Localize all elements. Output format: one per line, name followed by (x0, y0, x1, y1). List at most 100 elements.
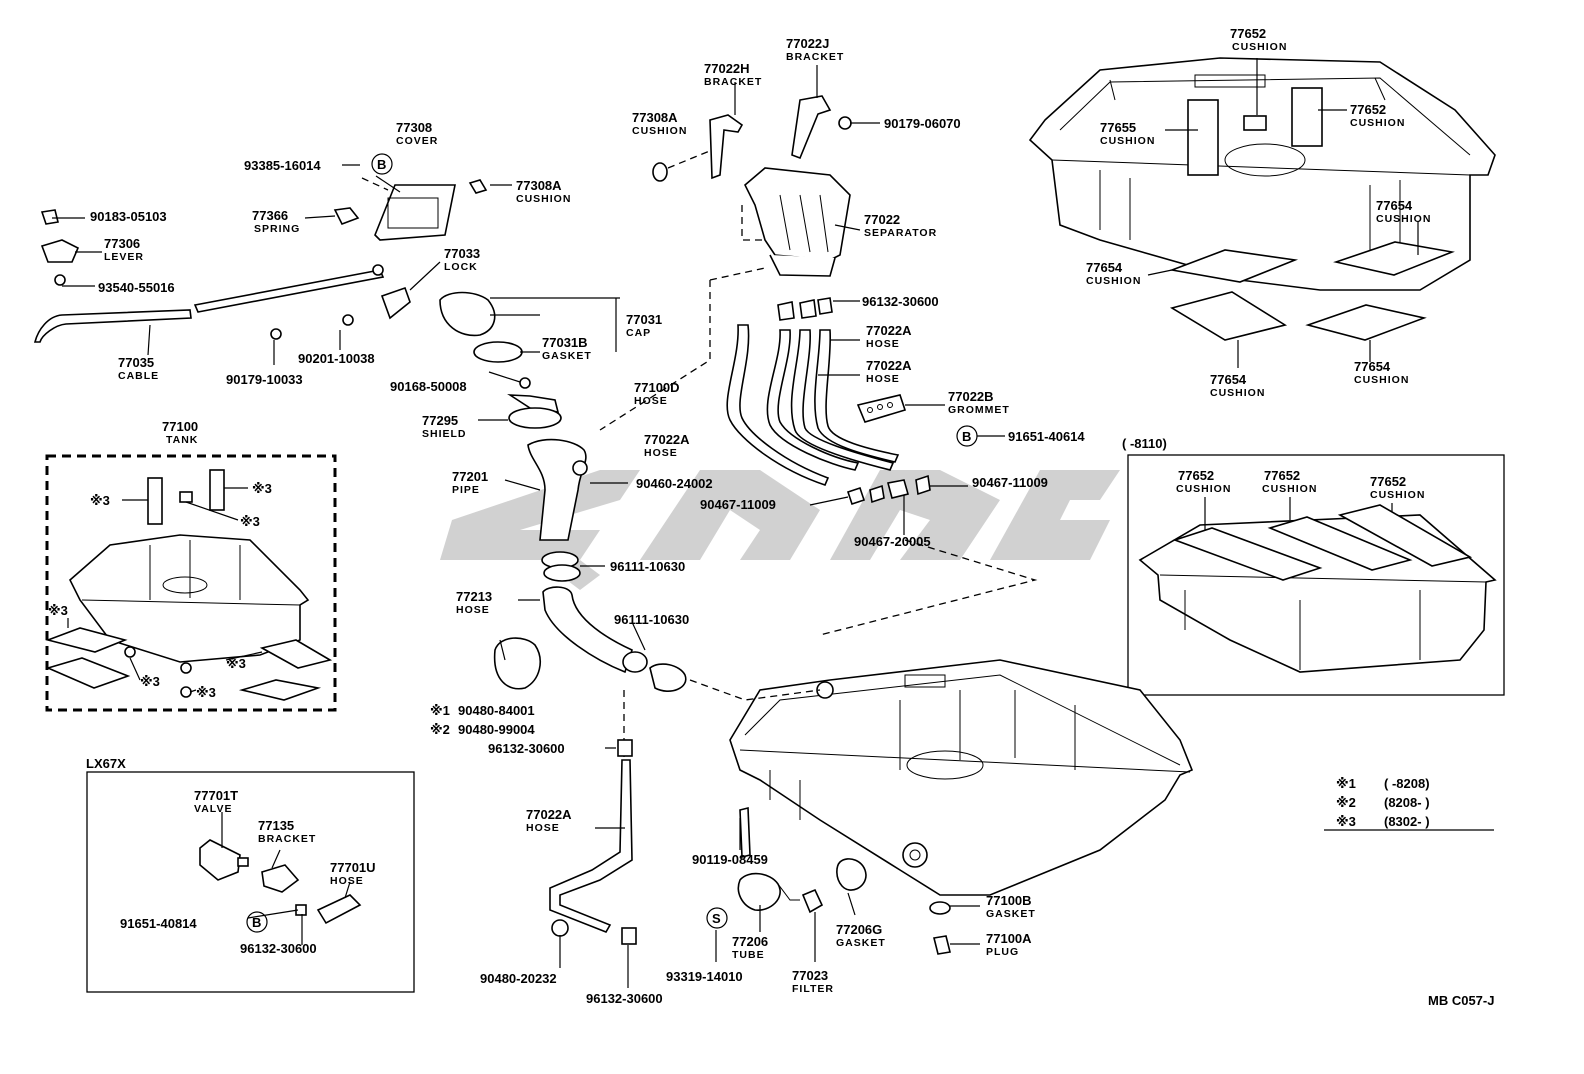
callout-90460-24002: 90460-24002 (636, 476, 713, 491)
part-number: 77033 (444, 246, 480, 261)
part-name: LEVER (104, 251, 144, 263)
star3-mark: ※3 (226, 656, 246, 671)
inset-label-lx67x: LX67X (86, 756, 126, 771)
callout-90467-20005: 90467-20005 (854, 534, 931, 549)
fuel-tank-main (729, 659, 1194, 896)
part-number: 77308A (516, 178, 562, 193)
part-name: SEPARATOR (864, 227, 937, 239)
part-name: CUSHION (1370, 489, 1425, 501)
part-number: 90467-11009 (972, 475, 1048, 490)
ref-s-label: S (712, 911, 721, 926)
ref-b-circle-3: B (246, 911, 268, 933)
note-3-range: (8302- ) (1384, 814, 1430, 829)
part-number: 77100A (986, 931, 1032, 946)
ref-s-circle: S (706, 907, 728, 929)
part-name: CAP (626, 327, 651, 339)
part-number: 93540-55016 (98, 280, 175, 295)
part-callouts: 77652CUSHION77652CUSHION77655CUSHION7765… (90, 26, 1431, 1006)
part-name: SHIELD (422, 428, 467, 440)
part-name: HOSE (644, 447, 678, 459)
part-number: 90480-20232 (480, 971, 557, 986)
part-number: 77022B (948, 389, 994, 404)
part-name: CUSHION (1176, 483, 1231, 495)
part-number: 90179-06070 (884, 116, 961, 131)
breather-hoses (599, 267, 1038, 636)
callout-93319-14010: 93319-14010 (666, 969, 743, 984)
tank-cushions-main (1028, 57, 1496, 368)
note-2-mark: ※2 (1336, 795, 1356, 810)
part-name: HOSE (526, 822, 560, 834)
part-name: CUSHION (1376, 213, 1431, 225)
part-number: 96132-30600 (586, 991, 663, 1006)
part-number: 96111-10630 (610, 559, 685, 574)
note-1-range: ( -8208) (1384, 776, 1430, 791)
part-name: HOSE (634, 395, 668, 407)
separator-assembly (652, 65, 880, 321)
star3-mark: ※3 (90, 493, 110, 508)
part-number: 77100 (162, 419, 198, 434)
part-name: GASKET (542, 350, 592, 362)
callout-96132-30600: 96132-30600 (240, 941, 317, 956)
part-name: HOSE (456, 604, 490, 616)
part-number: 93385-16014 (244, 158, 321, 173)
callout-93540-55016: 93540-55016 (98, 280, 175, 295)
callout-90480-99004: 90480-99004 (458, 722, 535, 737)
part-number: 77652 (1264, 468, 1300, 483)
part-number: 96132-30600 (240, 941, 317, 956)
part-number: 91651-40614 (1008, 429, 1085, 444)
part-name: CUSHION (1086, 275, 1141, 287)
lx67x-parts (199, 812, 362, 945)
part-name: BRACKET (258, 833, 316, 845)
star3-mark: ※3 (196, 685, 216, 700)
part-number: 90480-99004 (458, 722, 535, 737)
part-number: 77652 (1230, 26, 1266, 41)
part-name: CUSHION (1210, 387, 1265, 399)
part-number: 77308A (632, 110, 678, 125)
part-number: 77023 (792, 968, 828, 983)
part-number: 77701T (194, 788, 238, 803)
part-number: 90179-10033 (226, 372, 303, 387)
callout-90179-10033: 90179-10033 (226, 372, 303, 387)
notes-table: ※1 ( -8208) ※2 (8208- ) ※3 (8302- ) (1336, 776, 1430, 829)
part-name: CUSHION (516, 193, 571, 205)
ref-b-label: B (377, 157, 386, 172)
inset-box-8110 (1127, 454, 1505, 696)
callout-96132-30600: 96132-30600 (586, 991, 663, 1006)
ref-b-label: B (962, 429, 971, 444)
callout-90179-06070: 90179-06070 (884, 116, 961, 131)
part-number: 90480-84001 (458, 703, 535, 718)
note-3-mark: ※3 (1336, 814, 1356, 829)
part-number: 77654 (1210, 372, 1247, 387)
part-number: 90183-05103 (90, 209, 167, 224)
part-number: 77655 (1100, 120, 1136, 135)
part-name: TUBE (732, 949, 765, 961)
part-name: GASKET (836, 937, 886, 949)
part-number: 77701U (330, 860, 376, 875)
note-1-mark: ※1 (1336, 776, 1356, 791)
part-number: 90460-24002 (636, 476, 713, 491)
callout-90480-20232: 90480-20232 (480, 971, 557, 986)
star3-mark: ※3 (252, 481, 272, 496)
part-number: 77654 (1376, 198, 1413, 213)
part-number: 77213 (456, 589, 492, 604)
part-number: 90467-11009 (700, 497, 776, 512)
part-name: BRACKET (786, 51, 844, 63)
part-number: 77206 (732, 934, 768, 949)
part-name: HOSE (866, 338, 900, 350)
diagram-code: MB C057-J (1428, 993, 1494, 1008)
part-name: SPRING (254, 223, 300, 235)
part-number: 77035 (118, 355, 154, 370)
part-number: 77308 (396, 120, 432, 135)
part-name: LOCK (444, 261, 478, 273)
